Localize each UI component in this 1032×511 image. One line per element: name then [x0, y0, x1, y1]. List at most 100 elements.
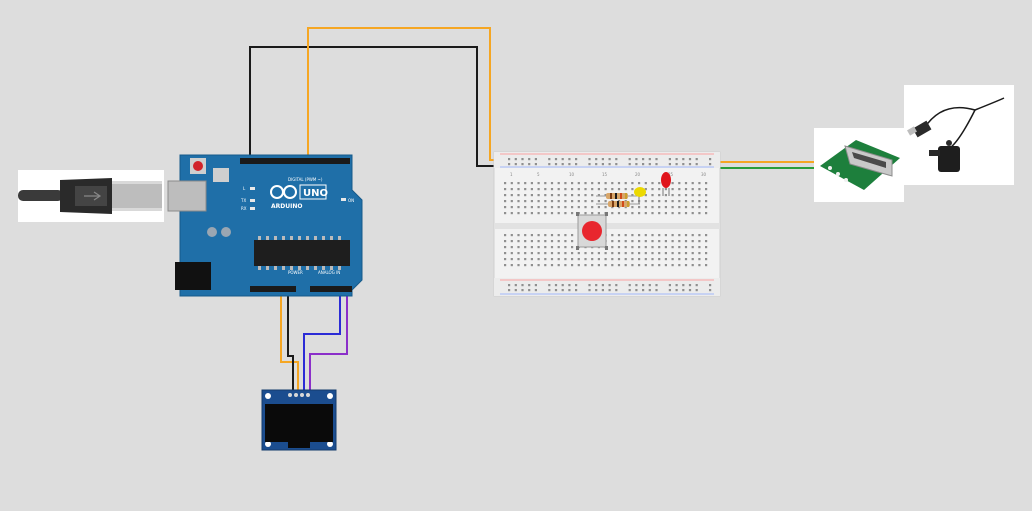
breadboard-hole[interactable]	[705, 234, 708, 237]
breadboard-hole[interactable]	[584, 258, 587, 261]
breadboard-hole[interactable]	[691, 246, 694, 249]
breadboard-hole[interactable]	[655, 163, 658, 166]
breadboard-hole[interactable]	[671, 234, 674, 237]
breadboard-hole[interactable]	[591, 200, 594, 203]
breadboard-hole[interactable]	[554, 163, 558, 166]
breadboard-hole[interactable]	[564, 246, 567, 249]
breadboard-hole[interactable]	[611, 182, 614, 185]
breadboard-hole[interactable]	[530, 212, 533, 215]
breadboard-hole[interactable]	[597, 258, 600, 261]
breadboard-hole[interactable]	[575, 284, 578, 287]
wire-black-oled[interactable]	[287, 290, 294, 392]
breadboard-hole[interactable]	[675, 284, 678, 287]
breadboard-hole[interactable]	[591, 188, 594, 191]
breadboard-hole[interactable]	[564, 212, 567, 215]
breadboard-hole[interactable]	[615, 163, 618, 166]
breadboard-hole[interactable]	[504, 206, 507, 209]
breadboard-hole[interactable]	[564, 258, 567, 261]
breadboard-hole[interactable]	[504, 200, 507, 203]
breadboard-hole[interactable]	[664, 194, 667, 197]
breadboard-hole[interactable]	[544, 246, 547, 249]
breadboard-hole[interactable]	[550, 194, 554, 197]
breadboard-hole[interactable]	[550, 234, 554, 237]
led-yellow[interactable]	[634, 187, 646, 204]
breadboard-hole[interactable]	[577, 206, 580, 209]
breadboard-hole[interactable]	[668, 158, 671, 161]
power-header[interactable]	[250, 286, 296, 292]
breadboard-hole[interactable]	[597, 200, 600, 203]
breadboard-hole[interactable]	[524, 212, 527, 215]
breadboard-hole[interactable]	[557, 258, 560, 261]
breadboard-hole[interactable]	[537, 234, 540, 237]
breadboard-hole[interactable]	[698, 258, 701, 261]
breadboard-hole[interactable]	[504, 252, 507, 255]
breadboard-hole[interactable]	[524, 252, 527, 255]
breadboard-hole[interactable]	[550, 206, 554, 209]
breadboard-hole[interactable]	[671, 188, 674, 191]
breadboard-hole[interactable]	[671, 206, 674, 209]
breadboard-hole[interactable]	[557, 264, 560, 267]
breadboard-hole[interactable]	[695, 163, 698, 166]
breadboard-hole[interactable]	[604, 188, 607, 191]
wire-purple-sda[interactable]	[309, 290, 348, 392]
breadboard-hole[interactable]	[691, 252, 694, 255]
breadboard-hole[interactable]	[608, 284, 611, 287]
breadboard-hole[interactable]	[664, 200, 667, 203]
breadboard-hole[interactable]	[530, 246, 533, 249]
breadboard-hole[interactable]	[671, 212, 674, 215]
breadboard-hole[interactable]	[684, 234, 688, 237]
breadboard-hole[interactable]	[584, 264, 587, 267]
power-jack[interactable]	[175, 262, 211, 290]
breadboard-hole[interactable]	[684, 240, 688, 243]
breadboard-hole[interactable]	[504, 182, 507, 185]
breadboard-hole[interactable]	[568, 163, 571, 166]
breadboard-hole[interactable]	[564, 264, 567, 267]
breadboard-hole[interactable]	[548, 284, 551, 287]
breadboard-hole[interactable]	[631, 246, 634, 249]
breadboard-hole[interactable]	[664, 240, 667, 243]
analog-header[interactable]	[310, 286, 352, 292]
breadboard-hole[interactable]	[698, 182, 701, 185]
breadboard-hole[interactable]	[684, 212, 688, 215]
breadboard-hole[interactable]	[528, 163, 531, 166]
breadboard-hole[interactable]	[597, 182, 600, 185]
breadboard-hole[interactable]	[658, 258, 661, 261]
breadboard-hole[interactable]	[510, 264, 513, 267]
breadboard-hole[interactable]	[664, 188, 667, 191]
breadboard-hole[interactable]	[554, 289, 558, 292]
breadboard-hole[interactable]	[517, 194, 520, 197]
breadboard-hole[interactable]	[564, 206, 567, 209]
breadboard-hole[interactable]	[561, 163, 564, 166]
breadboard-hole[interactable]	[658, 200, 661, 203]
digital-header[interactable]	[240, 158, 350, 164]
breadboard-hole[interactable]	[584, 212, 587, 215]
breadboard-hole[interactable]	[668, 284, 671, 287]
breadboard-hole[interactable]	[544, 212, 547, 215]
breadboard-hole[interactable]	[638, 240, 641, 243]
breadboard-hole[interactable]	[524, 258, 527, 261]
breadboard-hole[interactable]	[678, 200, 681, 203]
breadboard-hole[interactable]	[584, 200, 587, 203]
breadboard-hole[interactable]	[537, 182, 540, 185]
breadboard-hole[interactable]	[561, 158, 564, 161]
breadboard-hole[interactable]	[668, 289, 671, 292]
breadboard-hole[interactable]	[655, 284, 658, 287]
arduino-uno-board[interactable]: ARDUINO UNO DIGITAL (PWM ~) POWER ANALOG…	[167, 154, 363, 297]
breadboard-hole[interactable]	[671, 264, 674, 267]
breadboard-hole[interactable]	[631, 200, 634, 203]
breadboard-hole[interactable]	[658, 240, 661, 243]
breadboard-hole[interactable]	[584, 206, 587, 209]
breadboard-hole[interactable]	[631, 188, 634, 191]
breadboard-hole[interactable]	[631, 194, 634, 197]
breadboard-hole[interactable]	[638, 264, 641, 267]
breadboard-hole[interactable]	[624, 240, 627, 243]
breadboard-hole[interactable]	[517, 206, 520, 209]
breadboard-hole[interactable]	[577, 188, 580, 191]
breadboard-hole[interactable]	[530, 194, 533, 197]
wire-blue-scl[interactable]	[303, 290, 341, 392]
breadboard-hole[interactable]	[617, 234, 621, 237]
breadboard-hole[interactable]	[678, 188, 681, 191]
breadboard-hole[interactable]	[521, 158, 524, 161]
breadboard-hole[interactable]	[517, 252, 520, 255]
breadboard-hole[interactable]	[651, 258, 654, 261]
